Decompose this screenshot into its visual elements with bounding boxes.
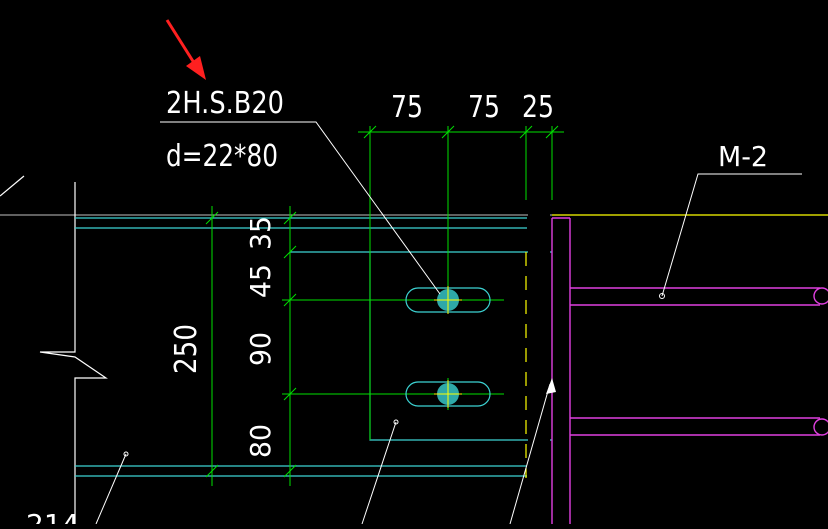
bolt-hole-2 <box>405 380 491 408</box>
dim-v-4: 80 <box>244 424 277 458</box>
dim-h-1: 75 <box>391 90 423 125</box>
beam-outline <box>75 217 552 477</box>
dim-v-3: 90 <box>244 332 277 366</box>
dim-v-2: 45 <box>244 264 277 298</box>
bolt-spec-label: 2H.S.B20 <box>166 86 284 121</box>
dimension-lines <box>205 125 564 486</box>
member-label: M-2 <box>718 140 768 173</box>
column-section <box>528 200 828 524</box>
bolt-hole-label: d=22*80 <box>166 139 278 174</box>
dim-v-total: 250 <box>169 324 204 374</box>
column-axis-line <box>525 214 828 478</box>
bolt-hole-1 <box>405 286 491 314</box>
dim-h-3: 25 <box>522 90 554 125</box>
partial-label: 214 <box>26 508 79 524</box>
leader-arrowhead <box>546 378 556 394</box>
dim-h-2: 75 <box>468 90 500 125</box>
dim-v-1: 35 <box>244 216 277 250</box>
red-annotation-arrow <box>165 19 206 80</box>
leader-lines <box>95 121 802 525</box>
